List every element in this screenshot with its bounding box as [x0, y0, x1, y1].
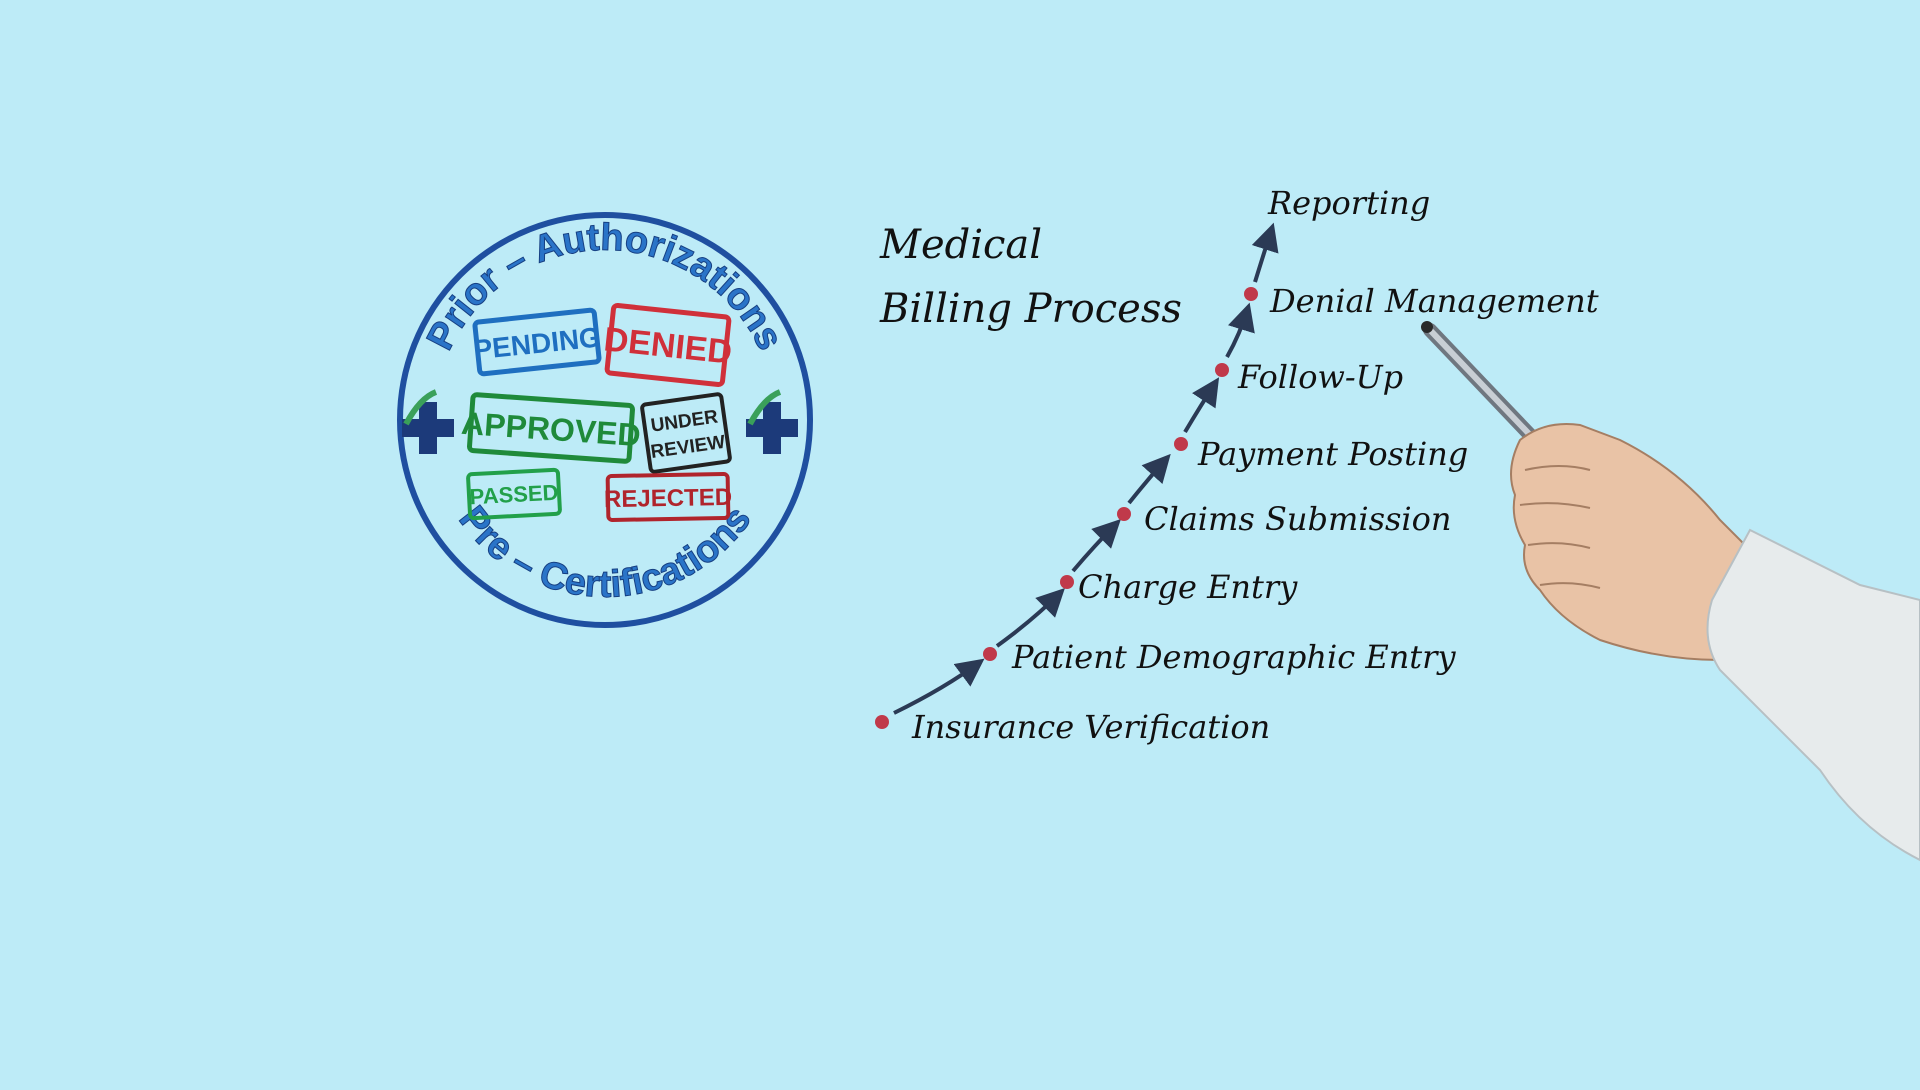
process-title-line2: Billing Process — [879, 286, 1182, 332]
step-label-4: Claims Submission — [1144, 500, 1452, 538]
process-title-line1: Medical — [879, 222, 1042, 268]
step-dot-2 — [983, 647, 997, 661]
step-label-8: Reporting — [1267, 184, 1430, 222]
arrow-7 — [1251, 222, 1279, 283]
step-dot-5 — [1174, 437, 1188, 451]
billing-process-diagram: Medical Billing Process Insurance Verifi… — [875, 184, 1599, 746]
step-dot-1 — [875, 715, 889, 729]
hand-icon — [1510, 423, 1920, 862]
step-dot-6 — [1215, 363, 1229, 377]
authorization-badge: Prior – Authorizations Pre – Certificati… — [397, 212, 813, 628]
step-label-1: Insurance Verification — [911, 708, 1270, 746]
step-dot-3 — [1060, 575, 1074, 589]
step-label-5: Payment Posting — [1197, 435, 1468, 473]
medical-cross-icon — [746, 389, 798, 454]
stamp-passed-label: PASSED — [469, 480, 559, 510]
shirt-sleeve — [1706, 528, 1920, 862]
arrow-6 — [1225, 302, 1255, 358]
arrow-1 — [893, 658, 985, 715]
step-labels: Insurance Verification Patient Demograph… — [911, 184, 1599, 746]
stamp-rejected: REJECTED — [604, 472, 732, 522]
step-arrows — [893, 222, 1279, 715]
hand-with-pen-illustration — [1421, 321, 1920, 862]
step-label-2: Patient Demographic Entry — [1011, 638, 1456, 676]
step-dots — [875, 287, 1258, 729]
arrow-3 — [1071, 519, 1121, 573]
step-label-3: Charge Entry — [1078, 568, 1298, 606]
arrow-5 — [1183, 377, 1220, 434]
stamp-rejected-label: REJECTED — [604, 484, 732, 513]
step-label-7: Denial Management — [1269, 282, 1599, 320]
medical-cross-icon — [402, 389, 454, 454]
stamp-passed: PASSED — [466, 467, 562, 521]
arrow-4 — [1127, 453, 1171, 505]
step-label-6: Follow-Up — [1237, 358, 1403, 396]
step-dot-4 — [1117, 507, 1131, 521]
step-dot-7 — [1244, 287, 1258, 301]
arrow-2 — [995, 588, 1065, 648]
